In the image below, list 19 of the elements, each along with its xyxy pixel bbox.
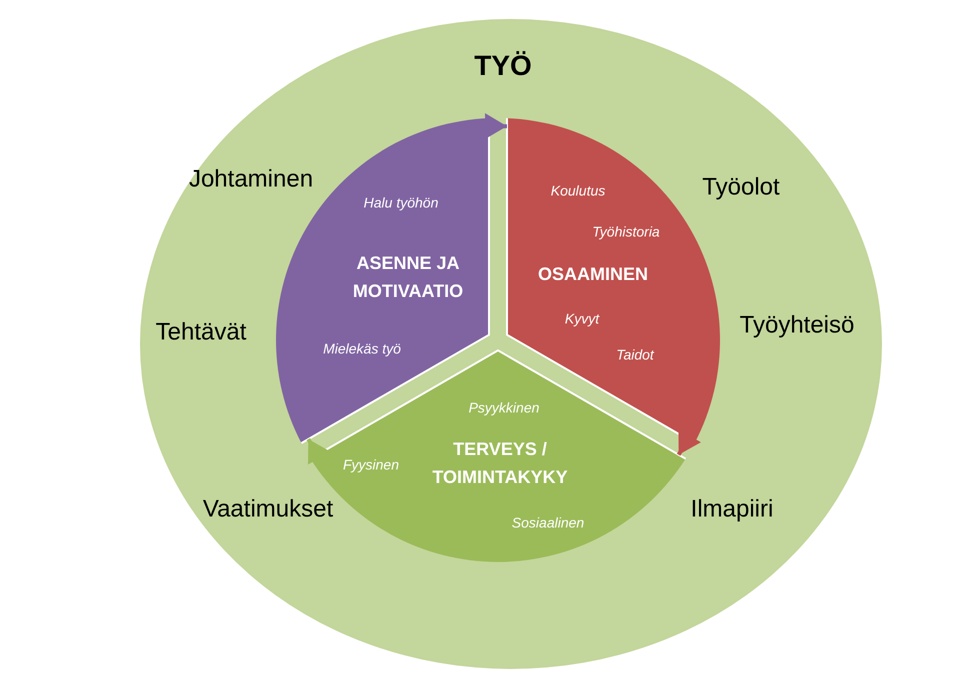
factor-label: Työyhteisö [740, 312, 854, 340]
segment-item: Työhistoria [592, 224, 660, 240]
factor-label: Työolot [702, 174, 780, 202]
segment-item: Koulutus [550, 182, 606, 200]
segment-item: Sosiaalinen [512, 514, 584, 532]
segment-item: Fyysinen [342, 456, 400, 474]
segment-item: Kyvyt [564, 310, 600, 328]
segment-item: Taidot [616, 346, 654, 364]
segment-heading: TERVEYS / TOIMINTAKYKY [431, 438, 569, 489]
factor-label: Vaatimukset [202, 496, 334, 524]
segment-item: Halu työhön [364, 194, 438, 212]
segment-heading: OSAAMINEN [536, 263, 649, 286]
factor-label: Johtaminen [188, 166, 314, 194]
segment-heading: ASENNE JA MOTIVAATIO [352, 252, 464, 303]
factor-label: Ilmapiiri [690, 496, 774, 524]
factor-label: Tehtävät [156, 318, 246, 348]
segment-item: Mielekäs työ [323, 340, 401, 358]
ellipse-heading: TYÖ [474, 49, 532, 83]
segment-item: Psyykkinen [468, 400, 540, 416]
